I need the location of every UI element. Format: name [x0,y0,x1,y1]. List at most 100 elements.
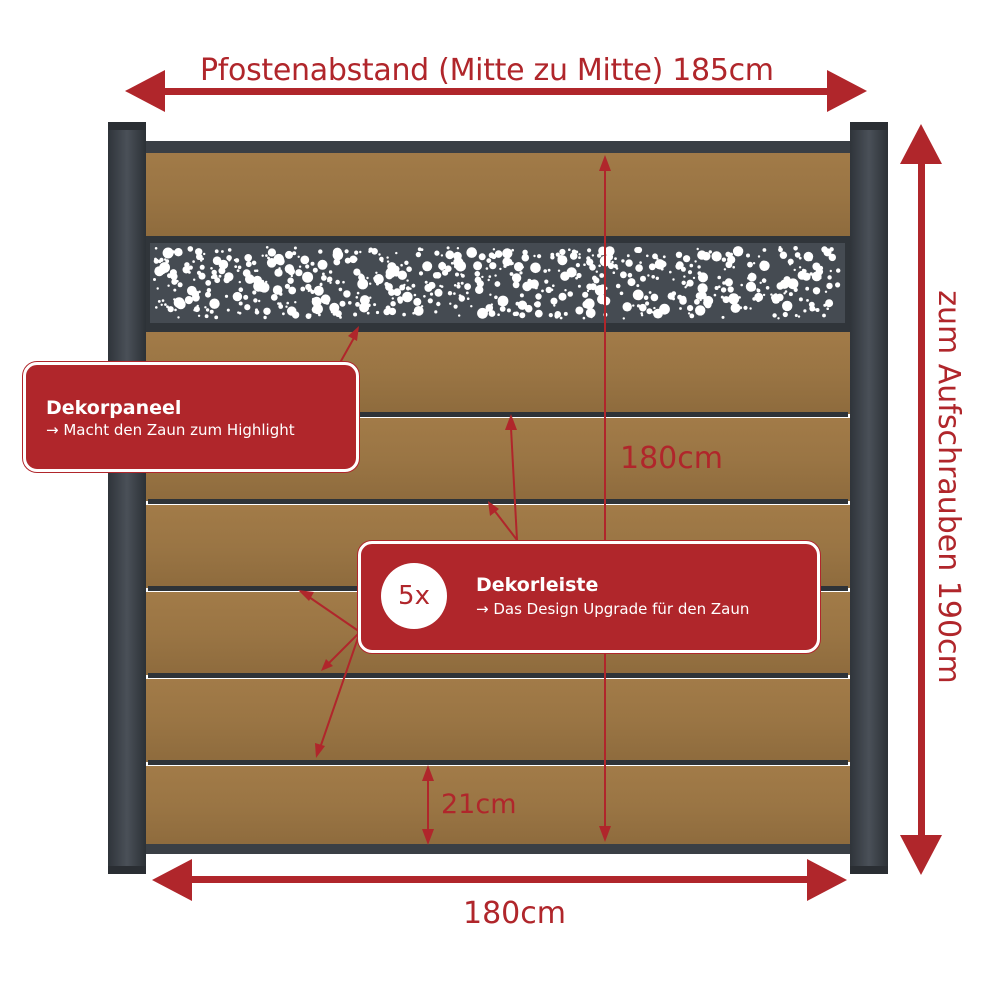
panel-hole [750,272,753,276]
panel-hole [514,262,524,272]
panel-hole [679,297,687,305]
panel-hole [335,279,340,285]
panel-hole [586,258,594,266]
panel-hole [378,253,381,256]
panel-hole [456,284,461,289]
panel-hole [547,268,551,272]
panel-hole [782,300,793,312]
panel-hole [740,283,743,287]
panel-hole [358,274,365,281]
panel-hole [492,248,496,251]
width-label: 180cm [463,896,566,931]
panel-hole [697,283,708,294]
panel-hole [570,269,576,275]
panel-hole [812,287,821,295]
panel-hole [622,317,625,320]
panel-hole [652,253,658,260]
panel-hole [669,270,672,274]
panel-hole [827,275,832,280]
panel-hole [585,308,596,318]
panel-hole [822,313,826,318]
panel-hole [359,295,370,306]
panel-hole [587,262,590,266]
panel-hole [754,292,764,302]
panel-hole [604,246,615,256]
panel-hole [173,297,185,308]
panel-hole [158,259,162,264]
panel-hole [221,250,224,253]
panel-hole [255,269,259,273]
panel-hole [385,305,391,311]
arrow-post-spacing [125,70,867,112]
panel-hole [506,308,511,313]
panel-hole [359,250,362,254]
panel-hole [252,290,257,295]
panel-hole [267,256,270,260]
panel-hole [614,257,617,260]
panel-hole [167,284,170,287]
panel-hole [366,311,370,315]
panel-hole [253,298,258,303]
panel-hole [485,267,489,270]
panel-hole [311,305,320,314]
panel-hole [321,275,327,281]
panel-hole [582,300,590,309]
panel-hole [456,247,460,250]
panel-hole [417,247,422,252]
panel-hole [406,266,412,273]
panel-hole [449,302,452,305]
panel-hole [697,265,701,269]
panel-hole [545,286,552,294]
panel-hole [557,255,565,263]
panel-hole [245,261,252,268]
panel-hole [328,270,333,274]
panel-hole [414,309,420,315]
top-rail [138,141,856,153]
panel-hole [640,314,644,317]
panel-hole [453,292,456,295]
panel-hole [356,291,360,295]
panel-hole [829,269,832,273]
panel-hole [605,253,614,261]
panel-hole [238,280,241,284]
panel-hole [237,311,240,314]
panel-hole [238,301,243,306]
panel-hole [687,270,693,275]
panel-hole [474,271,481,277]
panel-hole [191,290,200,298]
panel-hole [499,306,506,312]
panel-hole [344,257,351,264]
panel-hole [714,286,719,290]
panel-hole [646,308,653,315]
panel-hole [541,289,544,293]
panel-hole [502,257,512,267]
panel-hole [413,297,422,306]
panel-hole [645,301,650,306]
panel-hole [166,305,169,309]
panel-hole [721,257,727,262]
panel-hole [687,312,691,315]
panel-hole [788,292,793,297]
panel-hole [575,306,584,315]
panel-hole [494,274,497,277]
panel-hole [192,260,195,263]
panel-hole [227,248,232,252]
panel-hole [193,309,196,312]
panel-hole [626,254,630,258]
panel-hole [317,259,328,270]
panel-hole [550,297,558,305]
panel-hole [776,293,784,302]
panel-hole [197,314,201,317]
panel-hole [305,313,312,319]
panel-hole [813,308,817,311]
panel-hole [373,276,377,280]
arrow-width-bottom [152,859,847,901]
panel-hole [598,264,601,268]
panel-hole [366,276,369,280]
panel-hole [300,255,310,265]
panel-hole [369,296,372,299]
panel-hole [593,277,600,284]
panel-hole [595,270,598,273]
panel-hole [162,247,174,259]
